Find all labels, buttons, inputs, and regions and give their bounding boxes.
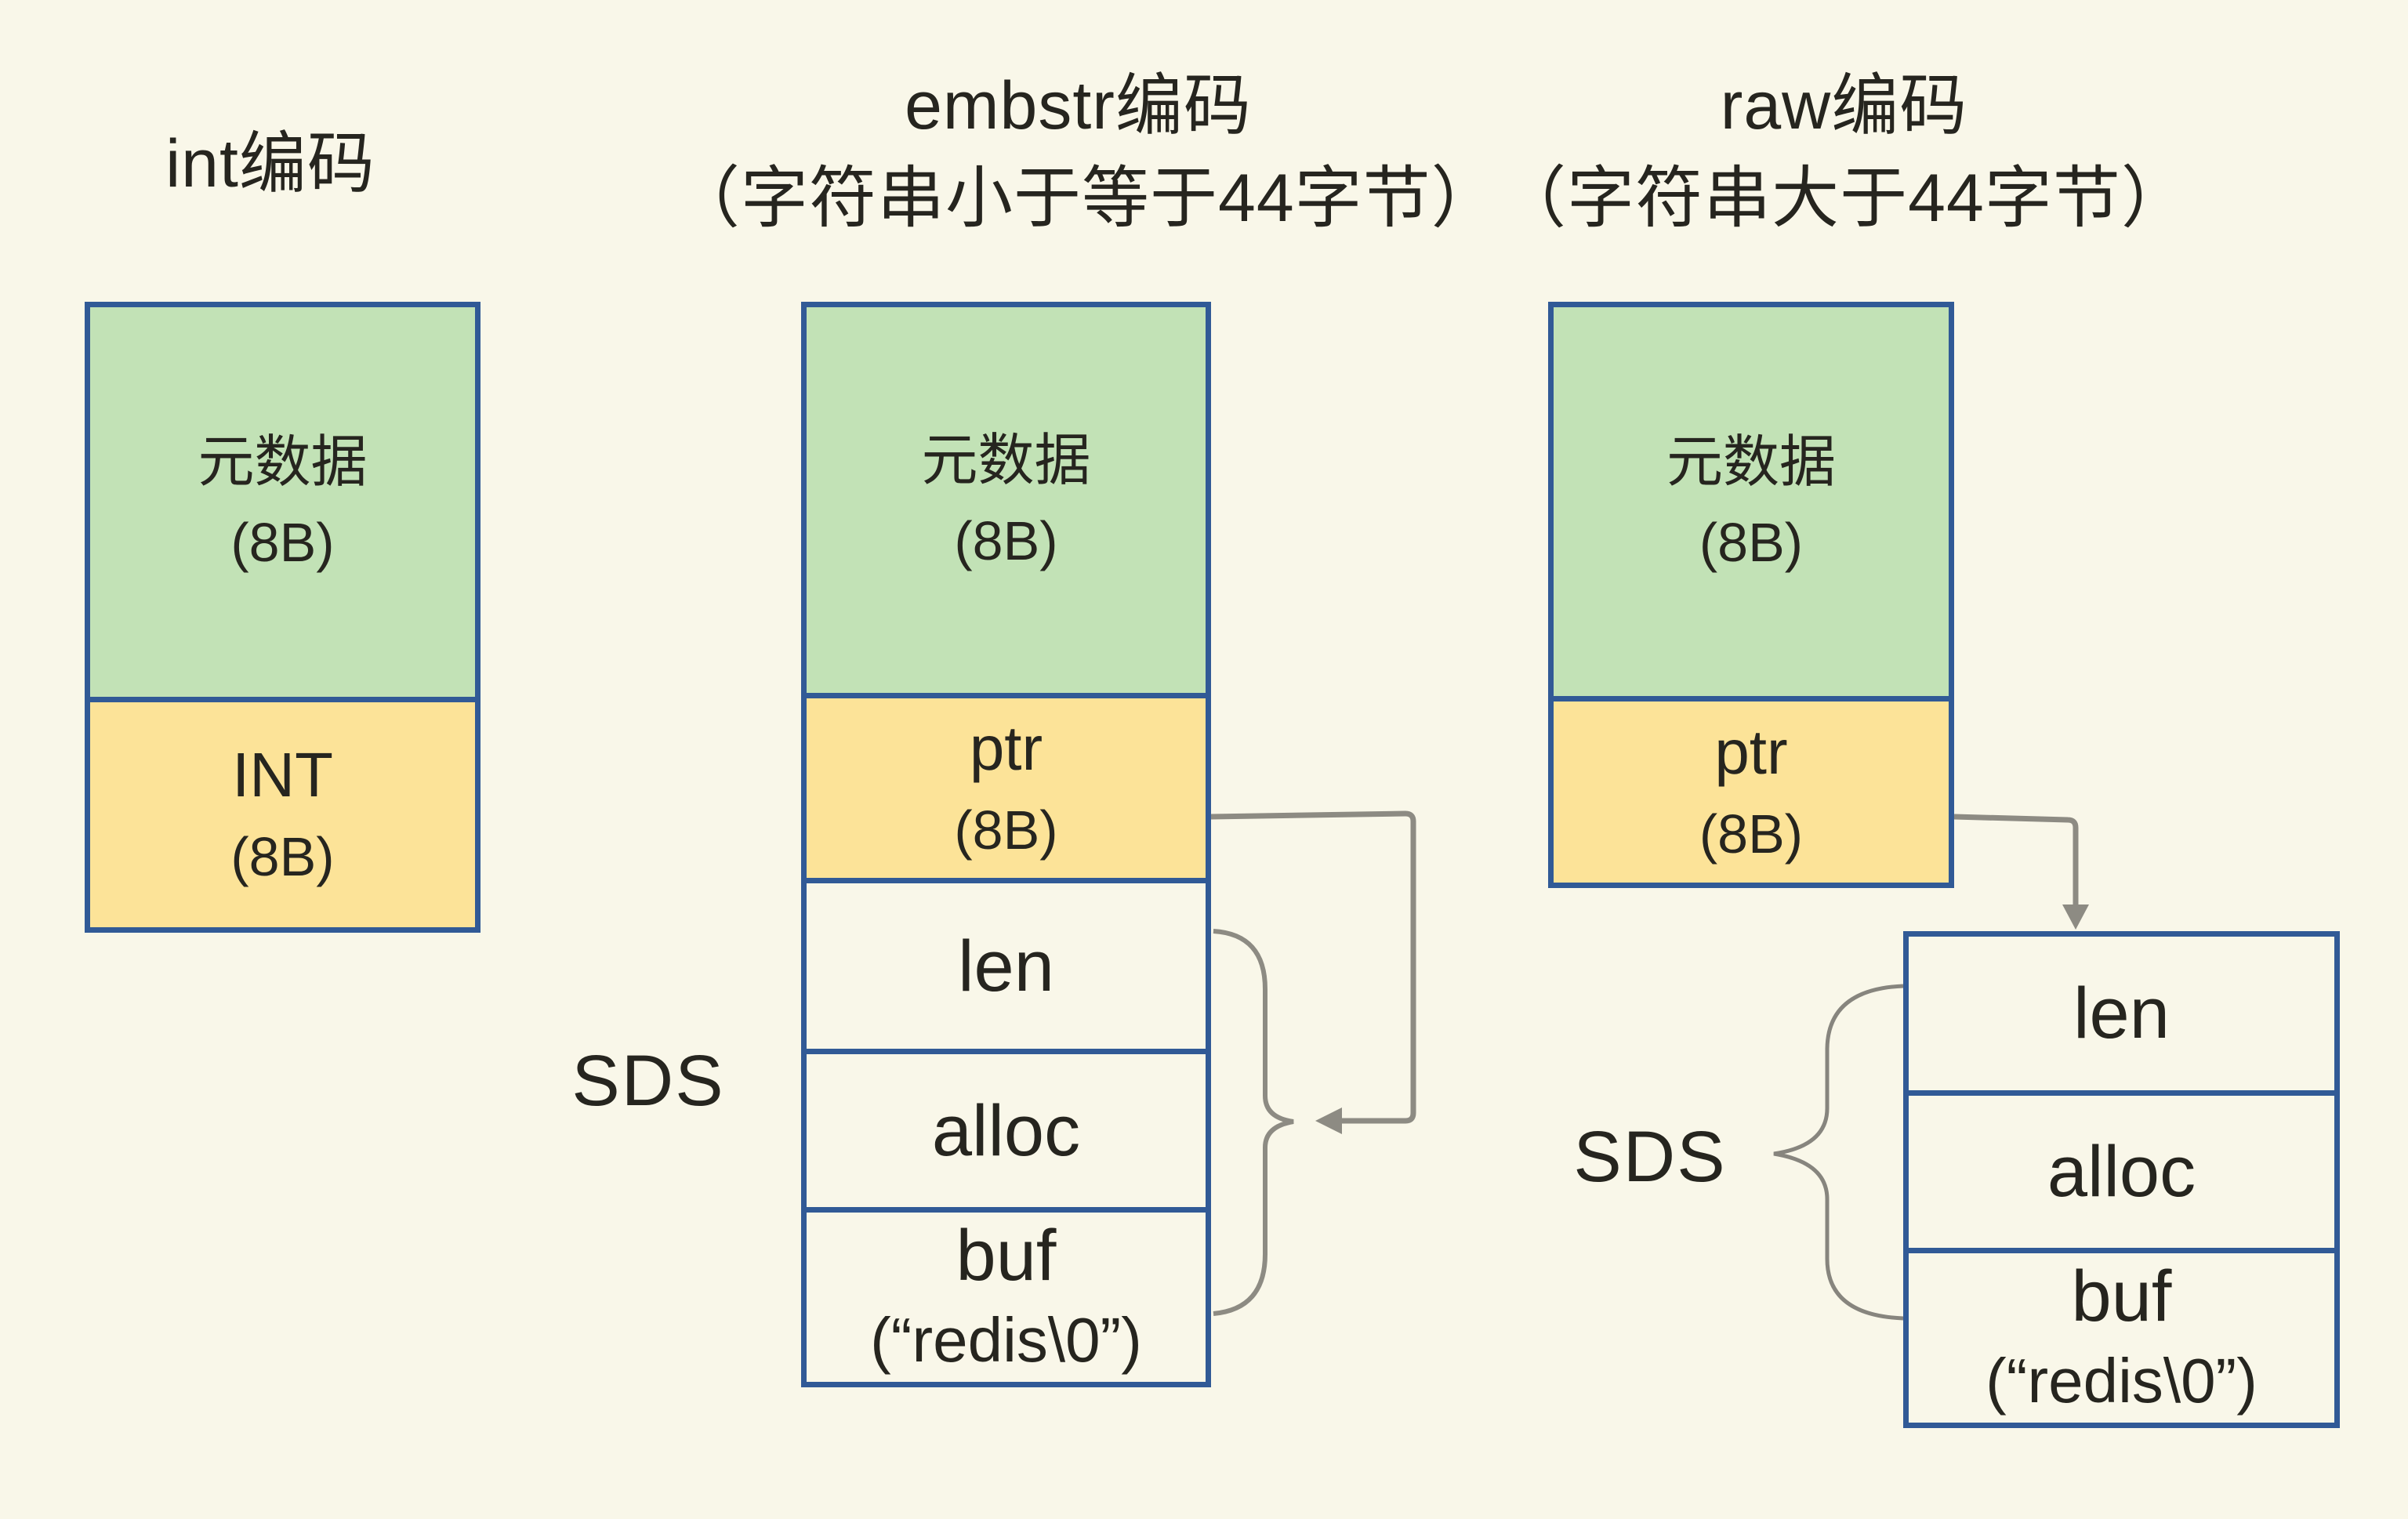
embstr-buf-label: buf [956, 1216, 1057, 1296]
embstr-robj-sds-box: 元数据 (8B) ptr (8B) len alloc buf (“redis\… [801, 302, 1211, 1387]
embstr-sds-brace-icon [1213, 929, 1294, 1316]
raw-sds-brace-icon [1773, 984, 1904, 1321]
title-raw-line1: raw编码 [1720, 68, 1968, 143]
title-int-line1: int编码 [165, 126, 375, 201]
embstr-ptr-label: ptr [969, 713, 1043, 784]
raw-sds-box: len alloc buf (“redis\0”) [1903, 931, 2340, 1428]
embstr-sds-label: SDS [571, 1040, 725, 1121]
int-value-label: INT [232, 740, 333, 810]
embstr-metadata-cell: 元数据 (8B) [807, 307, 1206, 693]
title-int-encoding: int编码 [74, 118, 466, 210]
raw-alloc-label: alloc [2047, 1131, 2196, 1212]
title-raw-encoding: raw编码 （字符串大于44字节） [1438, 60, 2250, 245]
title-embstr-line1: embstr编码 [905, 68, 1252, 143]
title-raw-line2: （字符串大于44字节） [1499, 161, 2189, 236]
title-embstr-line2: （字符串小于等于44字节） [673, 161, 1500, 236]
embstr-len-label: len [958, 926, 1054, 1006]
int-value-cell: INT (8B) [90, 696, 475, 927]
raw-ptr-label: ptr [1714, 717, 1788, 788]
raw-buf-content: (“redis\0”) [1986, 1346, 2258, 1416]
embstr-buf-content: (“redis\0”) [870, 1305, 1142, 1375]
raw-len-label: len [2073, 973, 2170, 1053]
embstr-ptr-cell: ptr (8B) [807, 692, 1206, 879]
embstr-ptr-arrow [1210, 810, 1416, 1134]
raw-robj-box: 元数据 (8B) ptr (8B) [1548, 302, 1954, 888]
embstr-alloc-cell: alloc [807, 1049, 1206, 1207]
raw-len-cell: len [1909, 937, 2334, 1090]
int-metadata-label: 元数据 [198, 431, 368, 495]
raw-arrowhead-down-icon [2062, 905, 2089, 930]
int-metadata-cell: 元数据 (8B) [90, 307, 475, 697]
raw-buf-cell: buf (“redis\0”) [1909, 1248, 2334, 1423]
raw-metadata-cell: 元数据 (8B) [1554, 307, 1949, 696]
raw-sds-label: SDS [1573, 1116, 1727, 1197]
raw-buf-label: buf [2071, 1256, 2172, 1336]
int-value-size: (8B) [230, 826, 335, 888]
embstr-len-cell: len [807, 878, 1206, 1050]
raw-metadata-size: (8B) [1699, 511, 1804, 573]
raw-ptr-arrow [1953, 814, 2089, 930]
raw-alloc-cell: alloc [1909, 1089, 2334, 1248]
embstr-arrowhead-left-icon [1315, 1108, 1342, 1134]
embstr-ptr-size: (8B) [954, 799, 1058, 861]
int-metadata-size: (8B) [230, 512, 335, 574]
raw-ptr-cell: ptr (8B) [1554, 695, 1949, 883]
embstr-buf-cell: buf (“redis\0”) [807, 1207, 1206, 1382]
raw-metadata-label: 元数据 [1666, 430, 1836, 494]
raw-ptr-size: (8B) [1699, 803, 1804, 865]
title-embstr-encoding: embstr编码 （字符串小于等于44字节） [673, 60, 1500, 245]
embstr-metadata-size: (8B) [954, 509, 1058, 571]
int-robj-box: 元数据 (8B) INT (8B) [85, 302, 481, 933]
embstr-metadata-label: 元数据 [921, 429, 1091, 492]
embstr-alloc-label: alloc [931, 1090, 1081, 1171]
